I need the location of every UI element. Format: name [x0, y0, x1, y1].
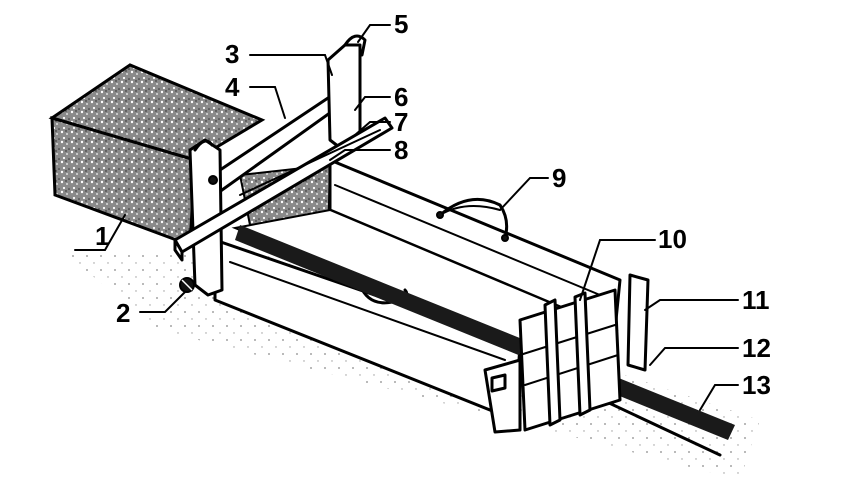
- leader-9: [499, 177, 549, 211]
- leader-2: [139, 291, 186, 313]
- bolt: [179, 277, 195, 293]
- leader-lines: [74, 24, 739, 411]
- leader-11: [644, 299, 739, 311]
- soil-block: [48, 63, 332, 248]
- label-4: 4: [225, 72, 240, 102]
- leader-4: [249, 86, 286, 119]
- leader-8: [329, 149, 391, 161]
- label-8: 8: [394, 135, 408, 165]
- cross-bar: [173, 116, 394, 262]
- leader-13: [699, 384, 739, 411]
- label-11: 11: [742, 285, 770, 315]
- leader-12: [649, 347, 739, 366]
- label-3: 3: [225, 39, 239, 69]
- label-10: 10: [658, 224, 687, 254]
- leader-1: [74, 214, 126, 251]
- label-2: 2: [116, 298, 130, 328]
- handle-far: [436, 197, 509, 242]
- label-1: 1: [95, 221, 109, 251]
- post-left: [188, 138, 224, 297]
- label-6: 6: [394, 82, 408, 112]
- leader-7: [354, 121, 391, 136]
- label-5: 5: [394, 9, 408, 39]
- callout-labels: 1 2 3 4 5 6 7 8 9 10 11 12 13: [95, 9, 771, 400]
- end-board: [483, 273, 650, 434]
- label-9: 9: [552, 163, 566, 193]
- leader-5: [357, 24, 391, 43]
- leader-10: [579, 239, 656, 301]
- label-13: 13: [742, 370, 771, 400]
- leader-6: [354, 96, 391, 111]
- label-7: 7: [394, 107, 408, 137]
- label-12: 12: [742, 333, 771, 363]
- leader-3: [249, 54, 333, 76]
